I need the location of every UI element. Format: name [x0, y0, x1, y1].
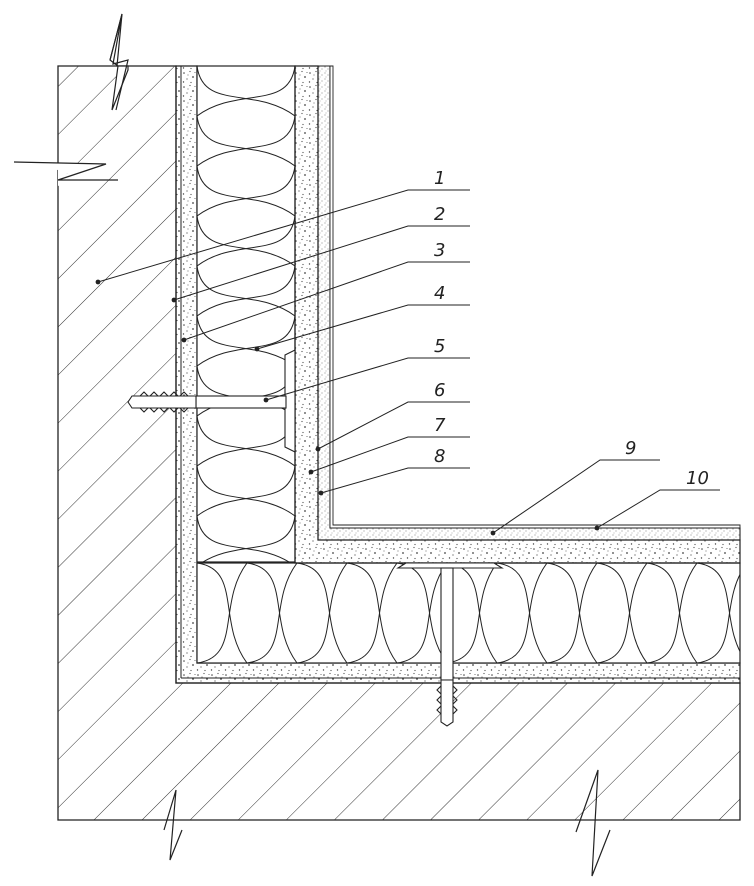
insulation-fiber-stroke — [197, 265, 295, 317]
callout-leaders — [97, 189, 720, 534]
vertical-dowel-anchor — [127, 349, 296, 453]
insulation-fiber-stroke — [496, 563, 548, 663]
vertical-insulation — [196, 65, 296, 563]
insulation-fiber-stroke — [596, 563, 648, 663]
callout-dots — [95, 279, 600, 536]
insulation-fiber-stroke — [197, 315, 295, 367]
callout-label-6: 6 — [434, 380, 445, 401]
insulation-fiber-stroke — [546, 563, 598, 663]
insulation-fiber-stroke — [197, 66, 295, 67]
finish-render-layer — [317, 65, 741, 541]
callout-label-7: 7 — [434, 415, 446, 436]
insulation-fiber-stroke — [197, 515, 295, 562]
insulation-fiber-stroke — [197, 115, 295, 167]
callout-labels: 1 2 3 4 5 6 7 8 9 10 — [434, 168, 709, 489]
insulation-fiber-stroke — [296, 563, 348, 663]
insulation-fiber-stroke — [696, 563, 740, 663]
callout-label-4: 4 — [434, 283, 445, 304]
callout-label-2: 2 — [434, 204, 445, 225]
callout-label-8: 8 — [434, 446, 445, 467]
callout-label-9: 9 — [625, 438, 636, 459]
insulation-fiber-stroke — [197, 66, 295, 117]
insulation-fiber-stroke — [197, 465, 295, 517]
insulation-fiber-stroke — [197, 563, 248, 663]
insulation-fiber-stroke — [197, 165, 295, 217]
horizontal-dowel-anchor — [396, 562, 504, 727]
concrete-structure — [57, 65, 741, 821]
insulation-fiber-stroke — [747, 563, 754, 663]
insulation-fiber-stroke — [197, 215, 295, 267]
reinforced-base-coat — [294, 65, 741, 564]
callout-label-10: 10 — [686, 468, 709, 489]
break-symbols — [13, 13, 611, 877]
callout-label-5: 5 — [434, 336, 445, 357]
insulation-fiber-stroke — [246, 563, 298, 663]
insulation-fiber-stroke — [346, 563, 398, 663]
callout-label-3: 3 — [434, 240, 445, 261]
callout-label-1: 1 — [434, 168, 445, 189]
insulation-fiber-stroke — [646, 563, 698, 663]
